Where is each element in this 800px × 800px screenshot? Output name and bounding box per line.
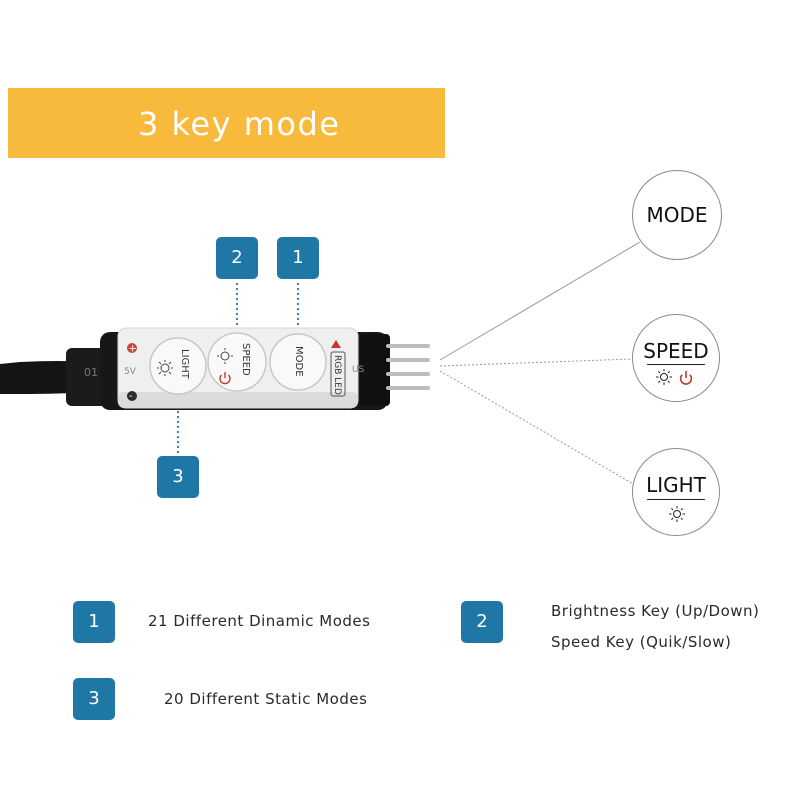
connector-pins [386, 344, 430, 390]
legend-text-2b: Speed Key (Quik/Slow) [551, 633, 732, 651]
pointer-line-mode [439, 241, 641, 361]
pointer-line-speed [439, 358, 633, 367]
plus-marker [127, 343, 137, 353]
sun-icon [669, 506, 685, 522]
legend-text-2a: Brightness Key (Up/Down) [551, 602, 760, 620]
power-icon [219, 372, 231, 385]
legend-text-3: 20 Different Static Modes [164, 690, 368, 708]
light-bubble: LIGHT [632, 448, 720, 536]
light-bubble-divider [647, 499, 705, 500]
pointer-line-light [439, 370, 641, 489]
legend-badge-1: 1 [73, 601, 115, 643]
sun-icon [656, 369, 672, 385]
corner-text: US [352, 365, 365, 375]
plus-text: + [129, 344, 137, 355]
rgb-led-label: RGB LED [332, 355, 342, 395]
banner-title: 3 key mode [138, 105, 341, 143]
callout-badge-1: 1 [277, 237, 319, 279]
speed-button-label: SPEED [240, 343, 251, 376]
sun-icon [217, 348, 233, 364]
rgb-led-box [330, 351, 346, 397]
legend-badge-3: 3 [73, 678, 115, 720]
voltage-text: 5V [124, 367, 137, 377]
mode-button-label: MODE [293, 346, 304, 377]
callout-badge-2: 2 [216, 237, 258, 279]
warning-triangle-icon [331, 340, 341, 348]
speed-bubble-icons [656, 369, 693, 385]
cable-text: 01 [84, 366, 98, 379]
light-button-label: LIGHT [179, 349, 190, 380]
mode-bubble: MODE [632, 170, 722, 260]
legend-badge-2: 2 [461, 601, 503, 643]
minus-text: - [129, 391, 133, 402]
minus-marker [127, 391, 137, 401]
light-button: LIGHT [149, 337, 207, 395]
legend-text-1: 21 Different Dinamic Modes [148, 612, 371, 630]
sun-icon [157, 360, 173, 376]
speed-bubble-divider [647, 364, 705, 365]
speed-bubble: SPEED [632, 314, 720, 402]
mode-button: MODE [269, 333, 327, 391]
speed-button: SPEED [207, 332, 267, 392]
connector-housing [360, 334, 390, 406]
callout-badge-3: 3 [157, 456, 199, 498]
mode-bubble-label: MODE [646, 203, 708, 227]
title-banner [8, 88, 445, 158]
controller-shadow [118, 392, 358, 408]
power-icon [679, 371, 693, 385]
speed-bubble-label: SPEED [643, 339, 709, 363]
light-bubble-label: LIGHT [646, 473, 706, 497]
